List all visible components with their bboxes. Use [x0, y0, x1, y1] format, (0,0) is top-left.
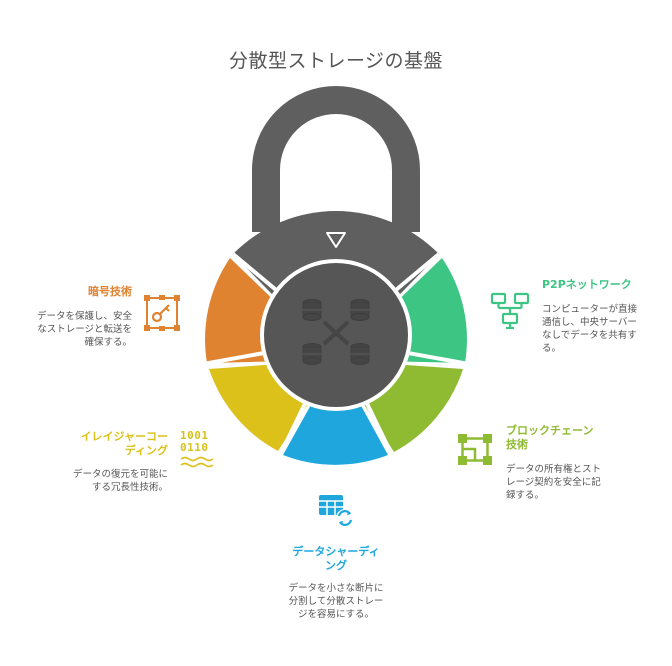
network-icon	[490, 292, 530, 330]
p2p-desc-line: 通信し、中央サーバー	[542, 317, 637, 328]
blockchain-desc-line: 録する。	[506, 490, 545, 501]
segment-sharding	[283, 360, 388, 465]
erasure-desc-line: する冗長性技術。	[91, 482, 168, 493]
p2p-desc-line: る。	[542, 343, 562, 354]
sharding-desc-line: ジを容易にする。	[297, 609, 375, 620]
padlock-shackle	[252, 86, 420, 232]
blockchain-desc-line: データの所有権とスト	[506, 464, 602, 475]
encryption-desc-line: 確保する。	[84, 337, 132, 348]
sharding-heading-line: データシャーディ	[292, 545, 380, 558]
encryption-desc-line: データを保護し、安全	[36, 311, 132, 322]
blockchain-heading: ブロックチェーン 技術	[506, 424, 616, 452]
erasure-description: データの復元を可能に する冗長性技術。	[40, 468, 168, 494]
sharding-desc-line: 分割して分散ストレー	[288, 596, 384, 607]
binary-icon: 1001 0110	[180, 430, 209, 454]
blockchain-description: データの所有権とスト レージ契約を安全に記 録する。	[506, 463, 626, 502]
sharding-description: データを小さな断片に 分割して分散ストレー ジを容易にする。	[266, 582, 406, 621]
binary-line: 0110	[180, 441, 209, 454]
encryption-heading: 暗号技術	[88, 285, 132, 298]
distributed-storage-icon	[302, 299, 370, 365]
wave-icon	[180, 456, 214, 468]
blockchain-heading-line: ブロックチェーン	[506, 424, 594, 437]
binary-line: 1001	[180, 429, 209, 442]
erasure-heading-line: ディング	[124, 444, 168, 457]
encryption-description: データを保護し、安全 なストレージと転送を 確保する。	[20, 310, 132, 349]
erasure-desc-line: データの復元を可能に	[72, 469, 168, 480]
sharding-heading: データシャーディ ング	[266, 545, 406, 573]
page-title: 分散型ストレージの基盤	[228, 50, 444, 72]
erasure-heading: イレイジャーコー ディング	[40, 430, 168, 458]
sharding-desc-line: データを小さな断片に	[288, 583, 384, 594]
blockchain-heading-line: 技術	[506, 438, 528, 451]
p2p-description: コンピューターが直接 通信し、中央サーバー なしでデータを共有す る。	[542, 303, 666, 355]
p2p-desc-line: コンピューターが直接	[542, 304, 638, 315]
key-icon	[144, 295, 180, 331]
p2p-heading: P2Pネットワーク	[542, 278, 632, 291]
erasure-heading-line: イレイジャーコー	[80, 430, 168, 443]
p2p-desc-line: なしでデータを共有す	[542, 330, 637, 341]
blockchain-desc-line: レージ契約を安全に記	[506, 477, 601, 488]
table-refresh-icon	[319, 495, 354, 527]
sharding-heading-line: ング	[325, 559, 347, 572]
encryption-desc-line: なストレージと転送を	[37, 324, 132, 335]
blockchain-icon	[458, 434, 492, 465]
keyhole-icon	[326, 232, 346, 248]
